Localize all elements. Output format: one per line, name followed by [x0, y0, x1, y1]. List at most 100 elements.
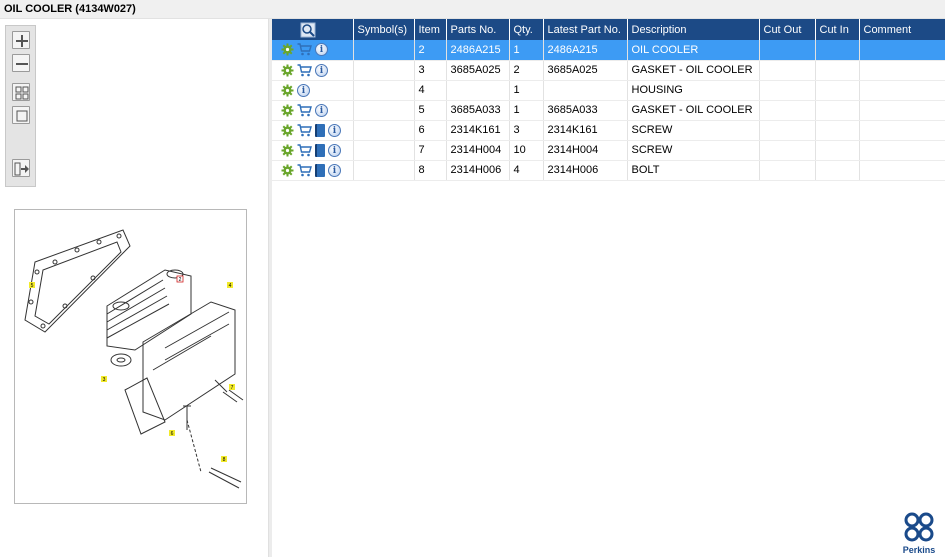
cart-icon[interactable] — [297, 103, 312, 117]
info-icon[interactable]: i — [315, 103, 328, 117]
cut-in-cell — [815, 120, 860, 141]
qty-cell: 10 — [509, 140, 544, 161]
svg-text:6: 6 — [171, 431, 174, 437]
cut-out-cell — [759, 80, 816, 101]
qty-cell: 1 — [509, 100, 544, 121]
grid-icon — [15, 86, 29, 100]
latest-part-no-cell: 3685A025 — [543, 60, 628, 81]
exploded-diagram[interactable]: 5 2 4 3 7 6 8 — [14, 198, 247, 504]
zoom-out-button[interactable] — [12, 54, 30, 72]
column-header-cut-out[interactable]: Cut Out — [759, 19, 816, 40]
cart-icon[interactable] — [297, 123, 312, 137]
row-action-icons: i — [272, 100, 354, 121]
column-header-symbols[interactable]: Symbol(s) — [353, 19, 415, 40]
parts-pane: Symbol(s) Item Parts No. Qty. Latest Par… — [272, 19, 945, 557]
fit-window-button[interactable] — [12, 106, 30, 124]
book-icon[interactable] — [315, 163, 325, 177]
cut-out-cell — [759, 60, 816, 81]
info-icon[interactable]: i — [328, 163, 341, 177]
symbols-cell — [353, 100, 415, 121]
symbols-cell — [353, 40, 415, 61]
column-header-parts-no[interactable]: Parts No. — [446, 19, 510, 40]
comment-cell — [859, 40, 945, 61]
minus-icon — [16, 63, 28, 65]
description-cell: HOUSING — [627, 80, 760, 101]
parts-no-cell: 3685A025 — [446, 60, 510, 81]
cut-out-cell — [759, 160, 816, 181]
cut-in-cell — [815, 60, 860, 81]
description-cell: BOLT — [627, 160, 760, 181]
window-title: OIL COOLER (4134W027) — [0, 0, 945, 19]
item-cell: 2 — [414, 40, 447, 61]
svg-text:8: 8 — [223, 457, 226, 463]
gear-icon[interactable] — [281, 104, 294, 117]
plus-icon — [16, 35, 28, 47]
column-header-cut-in[interactable]: Cut In — [815, 19, 860, 40]
column-header-comment[interactable]: Comment — [859, 19, 945, 40]
description-cell: SCREW — [627, 140, 760, 161]
book-icon[interactable] — [315, 123, 325, 137]
column-header-description[interactable]: Description — [627, 19, 760, 40]
cart-icon[interactable] — [297, 143, 312, 157]
gear-icon[interactable] — [281, 124, 294, 137]
diagram-toolbar — [5, 25, 36, 187]
info-icon[interactable]: i — [297, 83, 310, 97]
description-cell: SCREW — [627, 120, 760, 141]
info-icon[interactable]: i — [315, 43, 328, 57]
row-action-icons: i — [272, 60, 354, 81]
cart-icon[interactable] — [297, 63, 312, 77]
item-cell: 6 — [414, 120, 447, 141]
row-action-icons: i — [272, 120, 354, 141]
description-cell: GASKET - OIL COOLER — [627, 60, 760, 81]
sync-table-button[interactable] — [12, 159, 30, 177]
qty-cell: 1 — [509, 80, 544, 101]
cut-out-cell — [759, 100, 816, 121]
comment-cell — [859, 60, 945, 81]
cart-icon[interactable] — [297, 163, 312, 177]
svg-text:7: 7 — [231, 385, 234, 391]
parts-table: Symbol(s) Item Parts No. Qty. Latest Par… — [272, 19, 945, 181]
cut-in-cell — [815, 100, 860, 121]
parts-no-cell: 2314K161 — [446, 120, 510, 141]
perkins-logo: Perkins — [899, 512, 939, 555]
perkins-wordmark: Perkins — [902, 545, 936, 555]
parts-no-cell: 2314H004 — [446, 140, 510, 161]
book-icon[interactable] — [315, 143, 325, 157]
fit-all-button[interactable] — [12, 83, 30, 101]
cut-in-cell — [815, 160, 860, 181]
description-cell: GASKET - OIL COOLER — [627, 100, 760, 121]
column-header-qty[interactable]: Qty. — [509, 19, 544, 40]
qty-cell: 3 — [509, 120, 544, 141]
symbols-cell — [353, 140, 415, 161]
info-icon[interactable]: i — [315, 63, 328, 77]
gear-icon[interactable] — [281, 64, 294, 77]
cut-in-cell — [815, 40, 860, 61]
gear-icon[interactable] — [281, 84, 294, 97]
gear-icon[interactable] — [281, 144, 294, 157]
zoom-in-button[interactable] — [12, 31, 30, 49]
column-header-item[interactable]: Item — [414, 19, 447, 40]
gear-icon[interactable] — [281, 164, 294, 177]
column-header-latest-part-no[interactable]: Latest Part No. — [543, 19, 628, 40]
info-icon[interactable]: i — [328, 143, 341, 157]
oil-cooler-illustration: 5 2 4 3 7 6 8 — [24, 198, 244, 489]
column-header-icons[interactable] — [272, 19, 354, 40]
pane-splitter[interactable] — [268, 19, 272, 557]
description-cell: OIL COOLER — [627, 40, 760, 61]
perkins-mark-icon — [904, 512, 934, 542]
svg-text:3: 3 — [103, 377, 106, 383]
gear-icon[interactable] — [281, 43, 294, 56]
latest-part-no-cell: 3685A033 — [543, 100, 628, 121]
latest-part-no-cell: 2314H004 — [543, 140, 628, 161]
row-action-icons: i — [272, 80, 354, 101]
search-part-icon — [300, 22, 316, 37]
cart-icon[interactable] — [297, 43, 312, 56]
info-icon[interactable]: i — [328, 123, 341, 137]
